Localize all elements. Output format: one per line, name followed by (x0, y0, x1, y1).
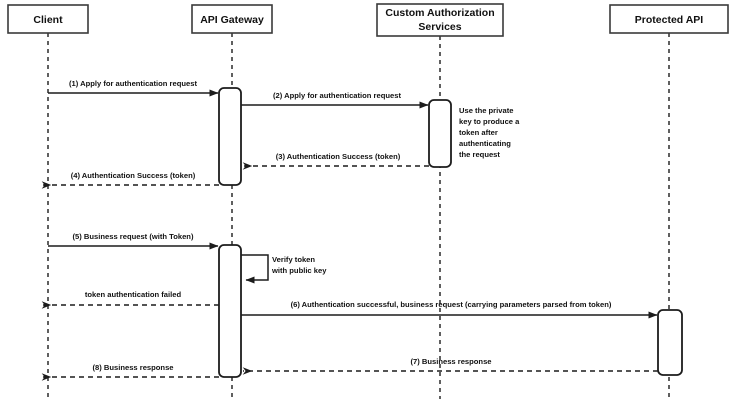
message-2: (2) Apply for authentication request (241, 91, 429, 109)
participant-authsvc[interactable]: Custom Authorization Services (376, 3, 504, 37)
activation-authsvc (428, 99, 452, 168)
activation-gateway-business (218, 244, 242, 378)
note-private-key-line-1: Use the private (459, 106, 513, 115)
message-token-auth-failed: token authentication failed (41, 290, 219, 309)
participant-protected[interactable]: Protected API (609, 4, 729, 34)
participant-label-authsvc-line2: Services (418, 21, 461, 33)
message-7-label: (7) Business response (410, 357, 491, 366)
message-1: (1) Apply for authentication request (48, 79, 219, 97)
message-self-verify-arrow (241, 254, 269, 284)
message-2-label: (2) Apply for authentication request (273, 91, 401, 100)
note-private-key-line-3: token after (459, 128, 498, 137)
participant-gateway[interactable]: API Gateway (191, 4, 273, 34)
note-private-key-line-4: authenticating (459, 139, 511, 148)
message-3-label: (3) Authentication Success (token) (276, 152, 401, 161)
message-6: (6) Authentication successful, business … (241, 300, 658, 319)
participant-box-gateway (191, 4, 273, 34)
message-8-label: (8) Business response (92, 363, 173, 372)
message-5: (5) Business request (with Token) (48, 232, 219, 250)
message-token-auth-failed-label: token authentication failed (85, 290, 182, 299)
message-5-label: (5) Business request (with Token) (73, 232, 194, 241)
participant-label-gateway: API Gateway (200, 14, 264, 26)
message-4-label: (4) Authentication Success (token) (71, 171, 196, 180)
message-4: (4) Authentication Success (token) (41, 171, 219, 189)
participant-box-authsvc (376, 3, 504, 37)
participant-client[interactable]: Client (7, 4, 89, 34)
message-self-verify-label-line2: with public key (271, 266, 327, 275)
participant-box-protected (609, 4, 729, 34)
message-self-verify-label-line1: Verify token (272, 255, 315, 264)
message-self-verify-token: Verify token with public key (241, 254, 327, 284)
message-8: (8) Business response (41, 363, 219, 381)
note-private-key-line-2: key to produce a (459, 117, 520, 126)
participant-label-protected: Protected API (635, 14, 704, 26)
activation-gateway-auth (218, 87, 242, 186)
message-1-label: (1) Apply for authentication request (69, 79, 197, 88)
participant-label-client: Client (33, 14, 63, 26)
note-private-key: Use the private key to produce a token a… (459, 106, 520, 159)
message-6-label: (6) Authentication successful, business … (291, 300, 612, 309)
note-private-key-line-5: the request (459, 150, 500, 159)
participant-label-authsvc-line1: Custom Authorization (385, 7, 494, 19)
participant-box-client (7, 4, 89, 34)
message-3: (3) Authentication Success (token) (242, 152, 429, 170)
message-7: (7) Business response (242, 357, 658, 375)
activation-protected (657, 309, 683, 376)
